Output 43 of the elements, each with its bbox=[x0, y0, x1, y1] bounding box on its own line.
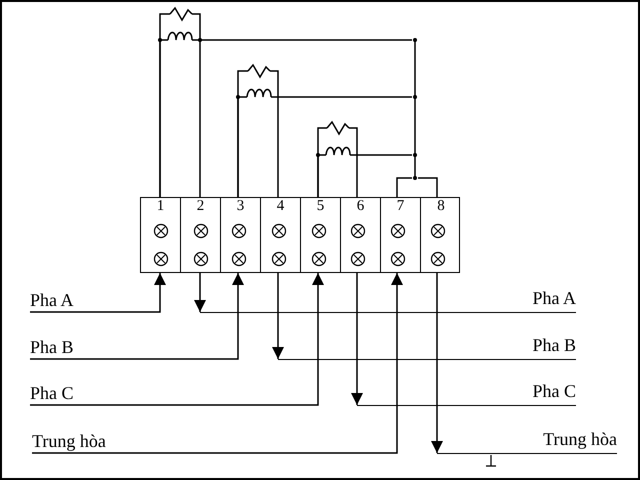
wire bbox=[159, 39, 168, 197]
wire bbox=[237, 96, 247, 197]
wire-arrow bbox=[431, 273, 443, 453]
terminal-block bbox=[140, 197, 460, 273]
wire-label: Trung hòa bbox=[543, 428, 617, 448]
wire bbox=[418, 177, 438, 197]
wire-arrow bbox=[351, 273, 363, 405]
wire bbox=[396, 177, 412, 197]
wire-label: Pha A bbox=[532, 288, 576, 308]
resistor-symbol bbox=[248, 63, 270, 78]
wire-label: Pha B bbox=[30, 337, 74, 357]
wire bbox=[270, 70, 279, 197]
wire-label: Trung hòa bbox=[32, 431, 106, 451]
bus-wire bbox=[412, 37, 418, 181]
wire-arrow bbox=[194, 273, 206, 312]
wire bbox=[271, 96, 412, 98]
terminal-number: 2 bbox=[196, 198, 206, 214]
wire-arrow bbox=[30, 273, 324, 406]
wire-arrow bbox=[32, 273, 403, 454]
resistor-symbol bbox=[327, 120, 349, 135]
terminal-number: 6 bbox=[356, 198, 366, 214]
wire-arrow bbox=[272, 273, 284, 359]
wire bbox=[192, 13, 201, 197]
wire-label: Pha C bbox=[532, 380, 576, 400]
coil-symbol bbox=[247, 88, 271, 97]
terminal-number: 7 bbox=[396, 198, 406, 214]
wire bbox=[349, 127, 358, 197]
terminal-number: 4 bbox=[276, 198, 286, 214]
coil-symbol bbox=[326, 146, 350, 155]
wire bbox=[350, 154, 412, 156]
wire-label: Pha A bbox=[30, 290, 74, 310]
wire-arrow bbox=[30, 273, 244, 360]
wire-label: Pha B bbox=[532, 334, 576, 354]
wire bbox=[192, 39, 412, 41]
terminal-number: 5 bbox=[316, 198, 326, 214]
coil-symbol bbox=[168, 31, 192, 40]
terminal-number: 3 bbox=[236, 198, 246, 214]
wire bbox=[317, 154, 326, 197]
terminal-number: 8 bbox=[436, 198, 446, 214]
resistor-symbol bbox=[170, 6, 192, 21]
wire-arrow bbox=[30, 273, 166, 313]
wire-label: Pha C bbox=[30, 383, 74, 403]
terminal-number: 1 bbox=[156, 198, 166, 214]
